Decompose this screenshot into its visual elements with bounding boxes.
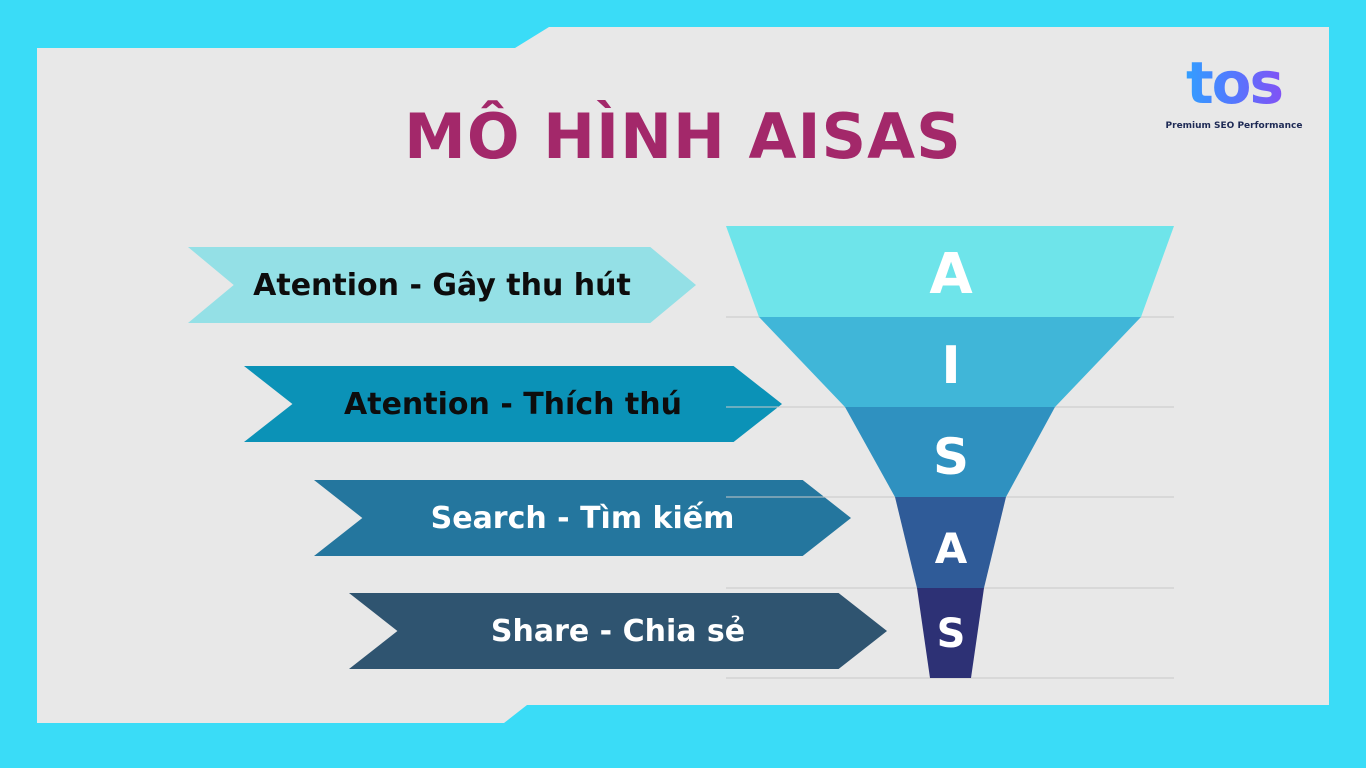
tos-logo: tos Premium SEO Performance xyxy=(1158,46,1310,136)
funnel-letter-s1: S xyxy=(933,428,969,486)
funnel-segment-s2 xyxy=(917,588,984,678)
funnel-segment-a1 xyxy=(726,226,1174,317)
stage-arrow-attention: Atention - Gây thu hút xyxy=(188,247,696,323)
stage-arrow-share: Share - Chia sẻ xyxy=(349,593,887,669)
funnel-segment-i xyxy=(759,317,1141,407)
stage-label-interest: Atention - Thích thú xyxy=(344,386,682,422)
funnel-letter-a1: A xyxy=(929,242,973,307)
logo-wordmark: tos xyxy=(1158,46,1310,120)
stage-label-share: Share - Chia sẻ xyxy=(490,613,746,649)
funnel-letter-i: I xyxy=(941,336,960,396)
funnel-letter-a2: A xyxy=(935,524,968,573)
funnel-segment-s1 xyxy=(845,407,1055,497)
funnel-segment-a2 xyxy=(895,497,1006,588)
stage-label-search: Search - Tìm kiếm xyxy=(430,500,735,536)
stage-arrow-search: Search - Tìm kiếm xyxy=(314,480,851,556)
stage-label-attention: Atention - Gây thu hút xyxy=(253,267,631,303)
funnel-letter-s2: S xyxy=(937,611,966,657)
logo-tagline: Premium SEO Performance xyxy=(1165,121,1303,131)
page-title: MÔ HÌNH AISAS xyxy=(404,100,962,173)
stage-arrow-interest: Atention - Thích thú xyxy=(244,366,782,442)
